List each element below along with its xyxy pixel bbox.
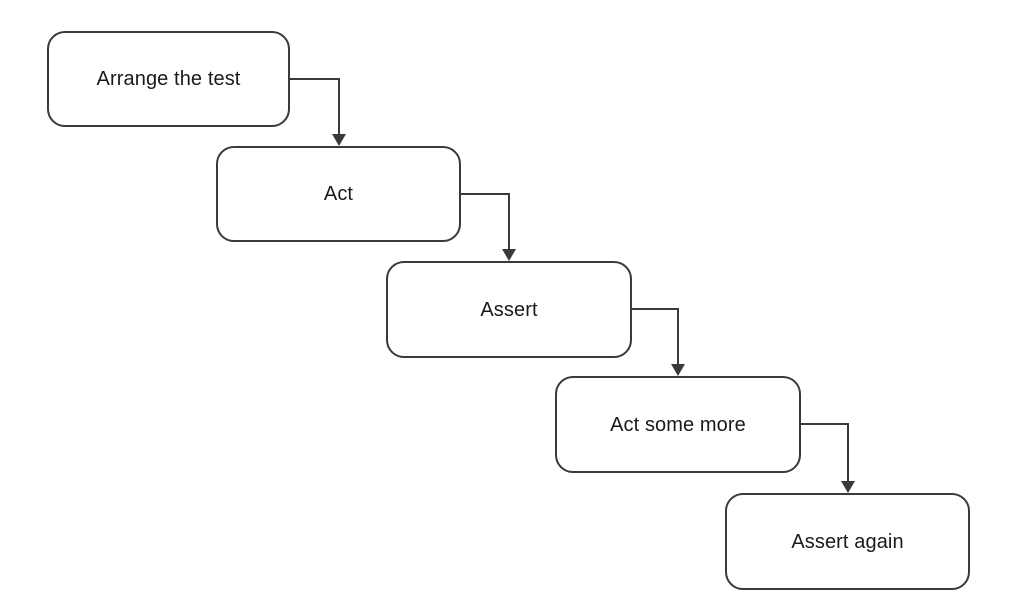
node-act-some-more[interactable]: Act some more — [555, 376, 801, 473]
node-assert[interactable]: Assert — [386, 261, 632, 358]
node-arrange-the-test[interactable]: Arrange the test — [47, 31, 290, 127]
node-label: Act some more — [610, 413, 746, 436]
connector-line — [290, 78, 340, 140]
node-label: Assert — [480, 298, 538, 321]
connector-line — [461, 193, 510, 255]
arrowhead-icon — [502, 249, 516, 261]
arrowhead-icon — [841, 481, 855, 493]
arrowhead-icon — [671, 364, 685, 376]
node-label: Act — [323, 183, 354, 205]
node-assert-again[interactable]: Assert again — [725, 493, 970, 590]
node-label: Assert again — [791, 530, 904, 553]
node-act[interactable]: Act — [216, 146, 461, 242]
connector-line — [801, 423, 849, 487]
node-label: Arrange the test — [96, 68, 241, 90]
arrowhead-icon — [332, 134, 346, 146]
connector-line — [632, 308, 679, 370]
